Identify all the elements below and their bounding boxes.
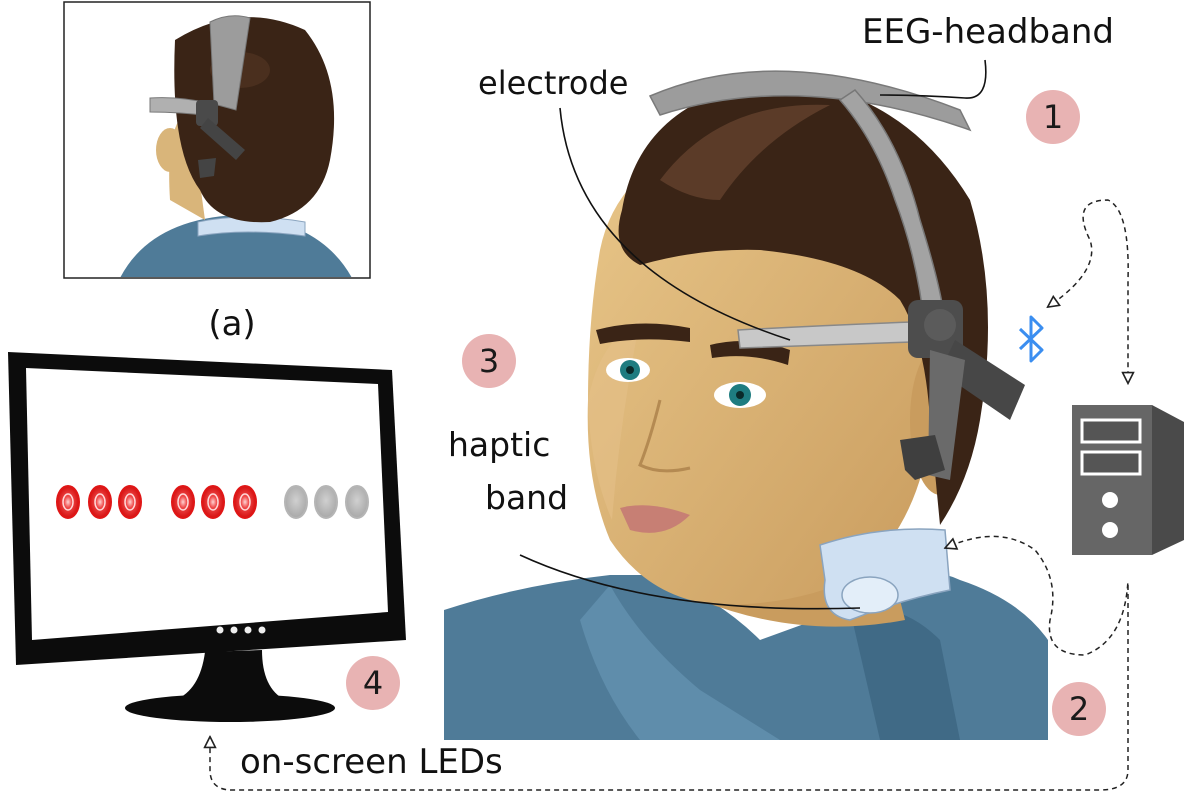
badge-2-number: 2 xyxy=(1068,690,1090,728)
electrode-leader-line xyxy=(559,107,791,341)
led-active-ring xyxy=(94,493,106,511)
led-active-ring xyxy=(207,493,219,511)
onscreen-leds-label: on-screen LEDs xyxy=(240,742,503,782)
band-label: band xyxy=(485,478,569,517)
led-active xyxy=(56,485,80,519)
person-illustration xyxy=(444,70,1048,740)
badge-4-number: 4 xyxy=(362,664,384,702)
badge-4: 4 xyxy=(346,656,400,710)
wireless-link-arrow xyxy=(1052,199,1128,378)
badge-1-number: 1 xyxy=(1042,98,1064,136)
inset-rear-view xyxy=(63,1,371,279)
led-inactive xyxy=(314,485,338,519)
eeg-headband-label: EEG-headband xyxy=(862,12,1115,52)
haptic-label: haptic xyxy=(448,425,551,464)
led-active xyxy=(118,485,142,519)
haptic-leader-line xyxy=(519,554,861,610)
electrode-label: electrode xyxy=(478,64,629,102)
led-inactive xyxy=(284,485,308,519)
led-link-arrow xyxy=(210,585,1129,791)
led-active xyxy=(201,485,225,519)
bluetooth-icon xyxy=(1018,315,1044,363)
haptic-link-arrow xyxy=(950,535,1129,656)
desktop-computer-icon xyxy=(1072,405,1184,555)
badge-1: 1 xyxy=(1026,90,1080,144)
led-active xyxy=(88,485,112,519)
led-active xyxy=(171,485,195,519)
inset-caption: (a) xyxy=(208,304,255,344)
badge-2: 2 xyxy=(1052,682,1106,736)
led-active-ring xyxy=(239,493,251,511)
led-inactive xyxy=(345,485,369,519)
headband-leader-line xyxy=(879,59,987,99)
badge-3: 3 xyxy=(462,334,516,388)
led-active-ring xyxy=(124,493,136,511)
led-active-ring xyxy=(62,493,74,511)
led-row xyxy=(56,485,369,519)
led-active xyxy=(233,485,257,519)
monitor-icon xyxy=(8,352,406,722)
badge-3-number: 3 xyxy=(478,342,500,380)
led-active-ring xyxy=(177,493,189,511)
